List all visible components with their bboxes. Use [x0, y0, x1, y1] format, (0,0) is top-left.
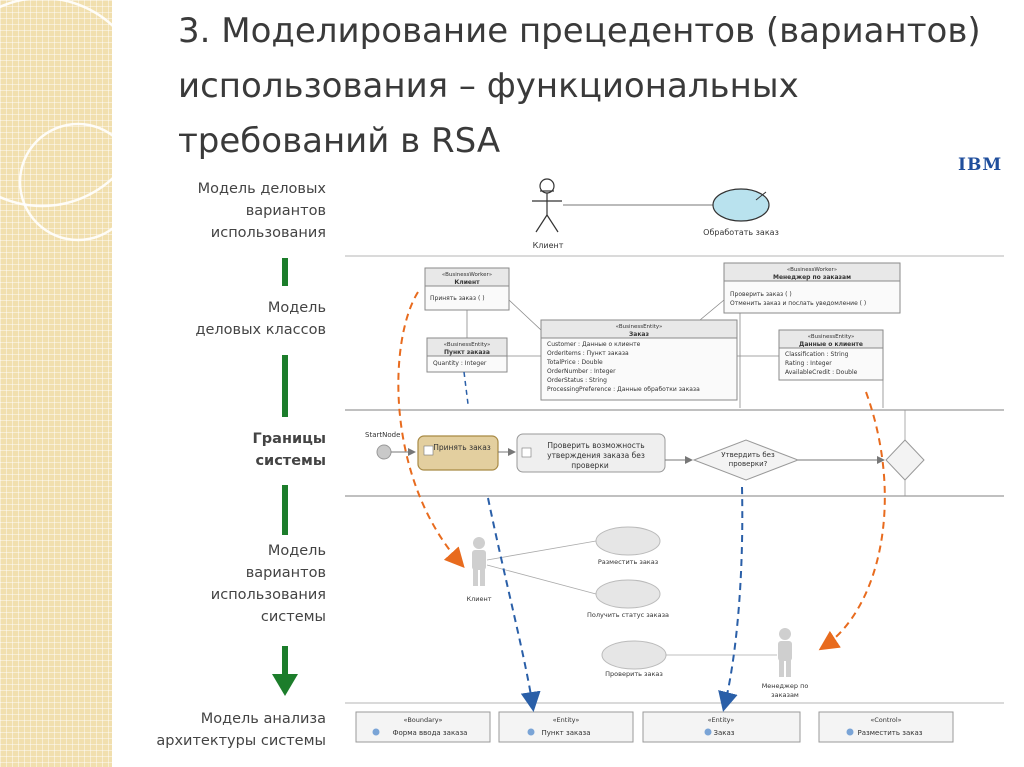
- svg-text:Пункт заказа: Пункт заказа: [444, 349, 490, 356]
- svg-text:Менеджер по заказам: Менеджер по заказам: [773, 274, 851, 281]
- svg-text:«Control»: «Control»: [870, 716, 901, 724]
- class-entity-item: «BusinessEntity» Пункт заказа Quantity :…: [426, 337, 508, 373]
- trace-orange-manager: [818, 391, 886, 651]
- class-worker-client: «BusinessWorker» Клиент Принять заказ ( …: [424, 267, 510, 311]
- system-actor-manager-label-1: Менеджер по: [762, 682, 809, 690]
- svg-text:проверки?: проверки?: [729, 460, 768, 468]
- svg-text:«Entity»: «Entity»: [553, 716, 580, 724]
- svg-text:Отменить заказ и послать уведо: Отменить заказ и послать уведомление ( ): [730, 300, 866, 307]
- svg-text:Проверить заказ ( ): Проверить заказ ( ): [730, 291, 792, 298]
- class-worker-manager: «BusinessWorker» Менеджер по заказам Про…: [723, 262, 901, 314]
- svg-text:Утвердить без: Утвердить без: [721, 451, 775, 459]
- green-arrow-head: [272, 646, 298, 696]
- svg-text:Данные о клиенте: Данные о клиенте: [799, 341, 863, 348]
- svg-text:Разместить заказ: Разместить заказ: [858, 729, 923, 737]
- svg-text:Customer : Данные о клиенте: Customer : Данные о клиенте: [547, 341, 641, 348]
- svg-text:Форма ввода заказа: Форма ввода заказа: [393, 729, 468, 737]
- svg-text:TotalPrice : Double: TotalPrice : Double: [546, 359, 603, 366]
- svg-text:Rating : Integer: Rating : Integer: [785, 360, 832, 367]
- svg-text:проверки: проверки: [571, 461, 609, 470]
- analysis-class-control: «Control» Разместить заказ: [818, 711, 954, 743]
- start-node: [376, 444, 392, 460]
- svg-text:«Entity»: «Entity»: [708, 716, 735, 724]
- green-arrow-segment-1: [282, 258, 288, 286]
- svg-text:AvailableCredit : Double: AvailableCredit : Double: [785, 369, 858, 376]
- svg-text:OrderNumber : Integer: OrderNumber : Integer: [547, 368, 616, 375]
- decorative-circles: [0, 0, 148, 242]
- class-entity-client-data: «BusinessEntity» Данные о клиенте Classi…: [778, 329, 884, 381]
- class-entity-order: «BusinessEntity» Заказ Customer : Данные…: [540, 319, 738, 401]
- decision-approve: Утвердить без проверки?: [692, 439, 800, 481]
- analysis-class-entity-item: «Entity» Пункт заказа: [498, 711, 634, 743]
- svg-text:«BusinessWorker»: «BusinessWorker»: [442, 272, 492, 278]
- page-title: 3. Моделирование прецедентов (вариантов)…: [178, 11, 981, 161]
- system-actor-manager: [778, 628, 792, 677]
- svg-text:«Boundary»: «Boundary»: [403, 716, 442, 724]
- trace-orange-client: [397, 291, 465, 568]
- start-node-label: StartNode: [365, 431, 400, 439]
- svg-text:Quantity : Integer: Quantity : Integer: [433, 360, 487, 367]
- action-accept-order: Принять заказ: [417, 435, 499, 471]
- merge-node: [885, 439, 925, 481]
- green-arrow-segment-2: [282, 355, 288, 417]
- trace-blue-item: [487, 497, 541, 712]
- trace-blue-item-top: [463, 371, 469, 405]
- business-actor-client-label: Клиент: [533, 241, 564, 250]
- svg-text:«BusinessEntity»: «BusinessEntity»: [444, 342, 491, 348]
- usecase-order-status-label: Получить статус заказа: [587, 611, 669, 619]
- svg-text:Пункт заказа: Пункт заказа: [541, 729, 590, 737]
- svg-text:Клиент: Клиент: [454, 279, 480, 286]
- svg-text:ProcessingPreference : Данные: ProcessingPreference : Данные обработки …: [547, 386, 700, 393]
- usecase-check-order-label: Проверить заказ: [605, 670, 663, 678]
- svg-text:Заказ: Заказ: [629, 331, 649, 338]
- svg-text:«BusinessEntity»: «BusinessEntity»: [808, 334, 855, 340]
- system-actor-manager-label-2: заказам: [771, 691, 799, 699]
- svg-text:«BusinessEntity»: «BusinessEntity»: [616, 324, 663, 330]
- analysis-class-boundary: «Boundary» Форма ввода заказа: [355, 711, 491, 743]
- svg-text:Принять заказ: Принять заказ: [433, 443, 491, 452]
- system-actor-client-label: Клиент: [466, 595, 491, 603]
- svg-text:«BusinessWorker»: «BusinessWorker»: [787, 267, 837, 273]
- usecase-place-order: [595, 526, 661, 556]
- svg-text:Заказ: Заказ: [713, 729, 734, 737]
- business-actor-client: [532, 178, 562, 233]
- ibm-logo: IBM: [958, 155, 1003, 175]
- svg-text:OrderStatus : String: OrderStatus : String: [547, 377, 607, 384]
- usecase-order-status: [595, 579, 661, 609]
- usecase-place-order-label: Разместить заказ: [598, 558, 659, 566]
- business-usecase-label: Обработать заказ: [703, 228, 779, 237]
- svg-text:Classification : String: Classification : String: [785, 351, 849, 358]
- system-actor-client: [472, 537, 486, 586]
- green-arrow-segment-3: [282, 485, 288, 535]
- trace-blue-order: [718, 486, 744, 712]
- svg-text:утверждения заказа без: утверждения заказа без: [547, 451, 645, 460]
- svg-text:Принять заказ ( ): Принять заказ ( ): [430, 295, 485, 302]
- usecase-check-order: [601, 640, 667, 670]
- analysis-class-entity-order: «Entity» Заказ: [642, 711, 801, 743]
- svg-text:Проверить возможность: Проверить возможность: [547, 441, 644, 450]
- action-check-approval: Проверить возможность утверждения заказа…: [516, 433, 666, 473]
- business-usecase-ellipse: [712, 188, 770, 222]
- svg-text:OrderItems : Пункт заказа: OrderItems : Пункт заказа: [547, 350, 629, 357]
